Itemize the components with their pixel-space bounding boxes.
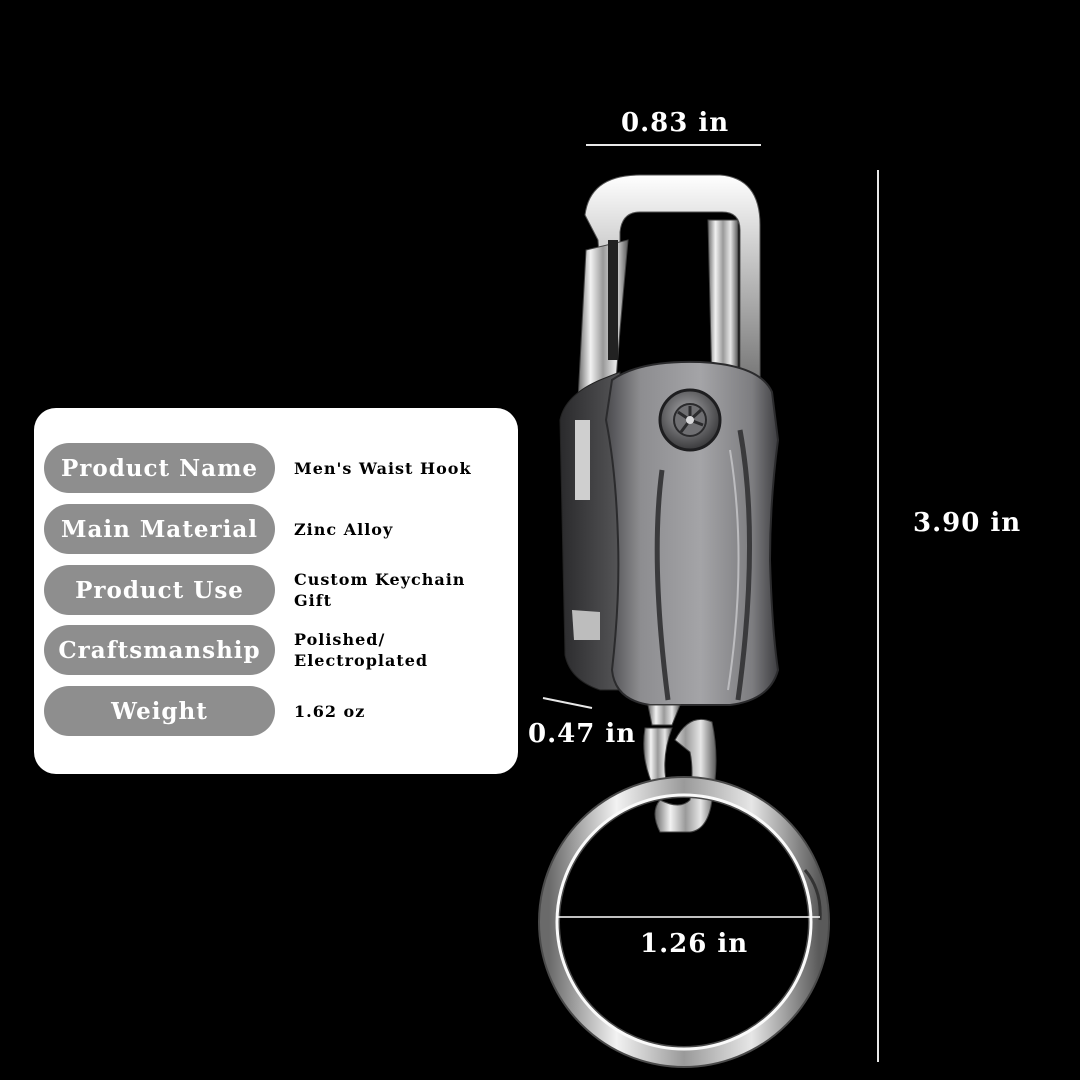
thickness-dimension-line xyxy=(542,697,593,709)
spec-value: Custom Keychain Gift xyxy=(294,570,466,610)
swivel-connector xyxy=(643,704,717,833)
body-front xyxy=(604,360,780,706)
key-ring xyxy=(538,776,830,1068)
thickness-dimension-label: 0.47 in xyxy=(528,719,637,749)
spec-row-product-use: Product Use Custom Keychain Gift xyxy=(44,565,504,615)
spec-value: Men's Waist Hook xyxy=(294,458,472,478)
spec-label: Weight xyxy=(44,686,275,736)
spec-value: Polished/ Electroplated xyxy=(294,630,429,670)
spec-label: Product Use xyxy=(44,565,275,615)
spec-row-main-material: Main Material Zinc Alloy xyxy=(44,504,504,554)
spec-value: Zinc Alloy xyxy=(294,519,394,539)
ring-diameter-label: 1.26 in xyxy=(640,929,749,959)
spec-value: 1.62 oz xyxy=(294,701,366,721)
spec-row-product-name: Product Name Men's Waist Hook xyxy=(44,443,504,493)
height-dimension-label: 3.90 in xyxy=(913,508,1022,538)
spec-row-craftsmanship: Craftsmanship Polished/ Electroplated xyxy=(44,625,504,675)
spec-label: Craftsmanship xyxy=(44,625,275,675)
spec-row-weight: Weight 1.62 oz xyxy=(44,686,504,736)
spec-label: Product Name xyxy=(44,443,275,493)
spinner-button-icon xyxy=(658,388,722,452)
spec-label: Main Material xyxy=(44,504,275,554)
width-dimension-label: 0.83 in xyxy=(621,108,730,138)
spec-card: Product Name Men's Waist Hook Main Mater… xyxy=(34,408,518,774)
